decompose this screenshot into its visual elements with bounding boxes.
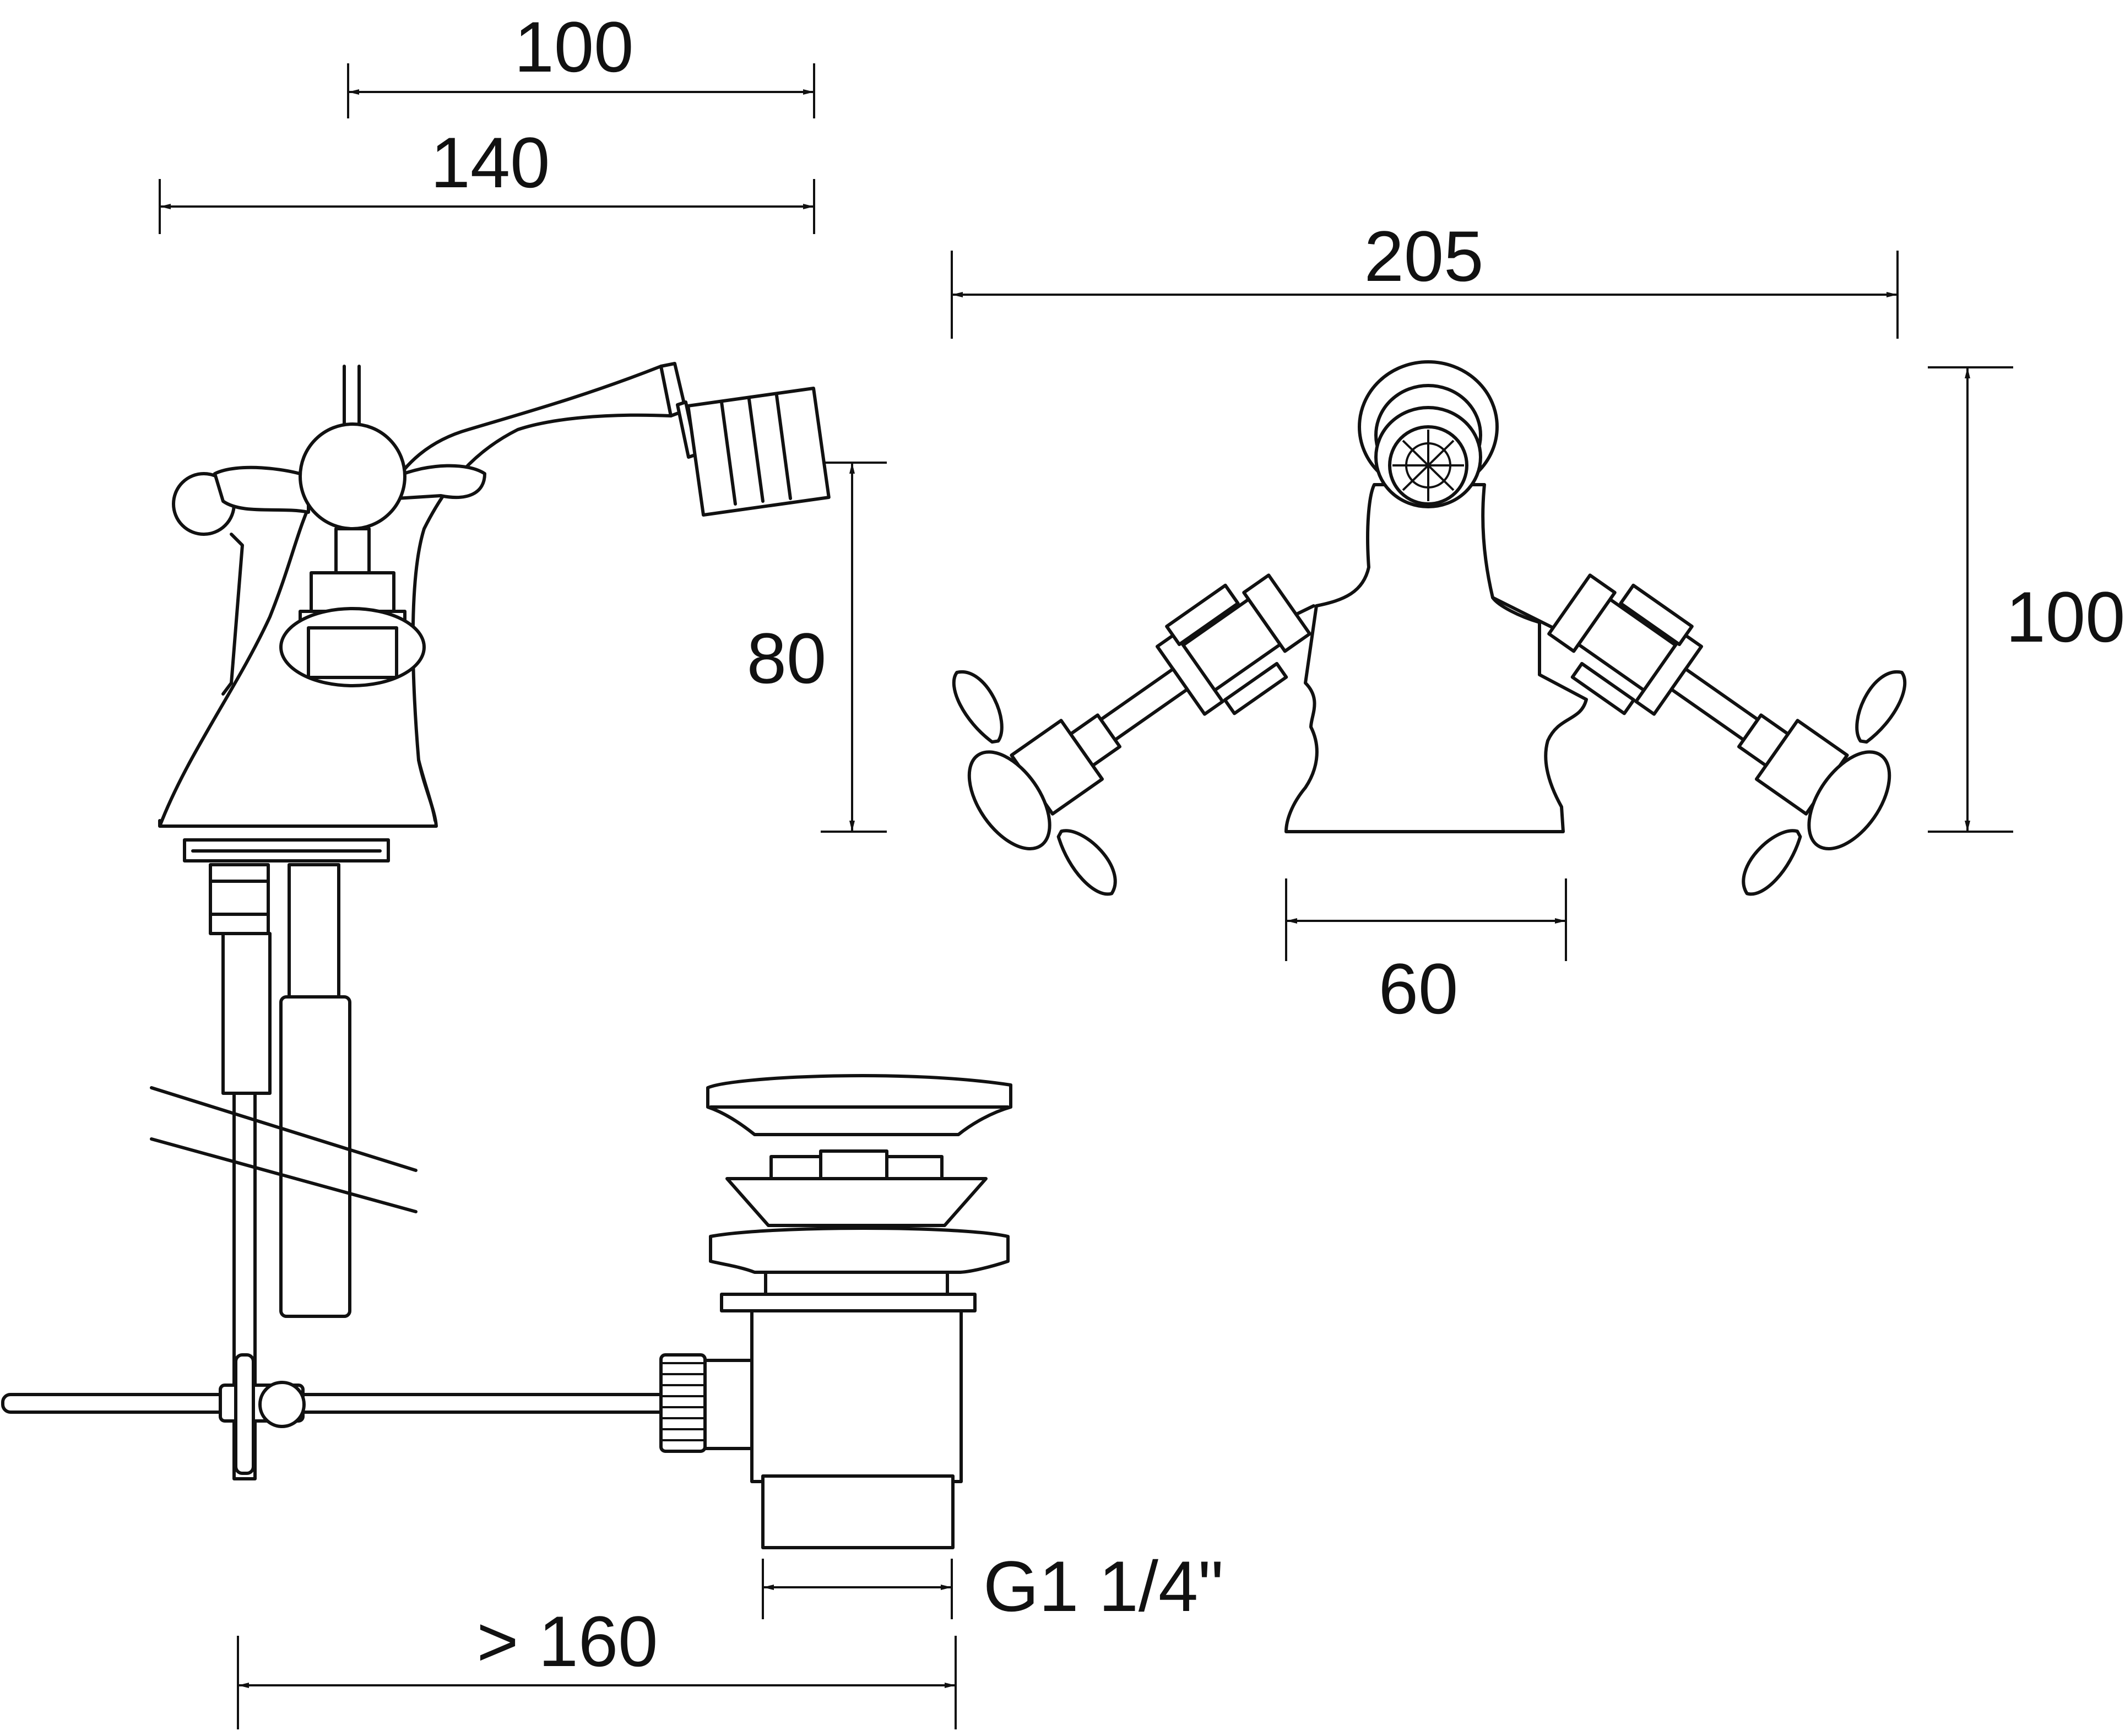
dimension-60: 60 [1285,878,1567,1029]
pop-up-waste [1,1074,1012,1549]
dimension-140: 140 [159,122,815,234]
bidet-mixer-front-view [952,360,1907,896]
dimension-label-60: 60 [1379,948,1459,1029]
dimension-label-140: 140 [431,122,550,203]
dimension-label-100-right: 100 [2006,577,2125,657]
dimension-label-thread: G1 1/4" [983,1546,1223,1626]
dimension-right-100: 100 [1928,366,2125,833]
dimension-label-100-top: 100 [514,7,634,87]
basin-section [150,1086,418,1213]
dimension-205: 205 [951,216,1899,339]
dimension-label-reach: > 160 [477,1601,658,1681]
dimension-label-205: 205 [1364,216,1484,296]
dimension-label-80: 80 [747,618,827,698]
dimension-80: 80 [747,462,887,833]
dimension-waste-thread: G1 1/4" [762,1546,1223,1626]
dimension-top-100: 100 [347,7,815,118]
dimension-waste-reach: > 160 [237,1601,957,1729]
